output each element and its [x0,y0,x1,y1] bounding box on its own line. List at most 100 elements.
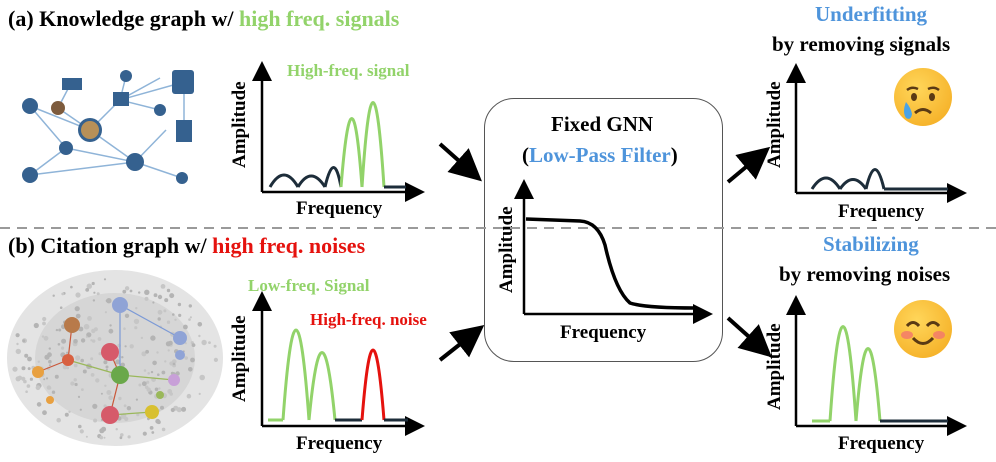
arrow-gnn-to-top [726,146,771,184]
citation-dot [121,356,124,359]
citation-dot [120,433,124,437]
citation-dot [161,427,166,432]
citation-dot [161,370,166,375]
citation-dot [160,405,164,410]
plot-b-high-noise-peak [360,348,386,421]
citation-dot [87,316,92,321]
citation-dot [172,313,175,316]
citation-dot [157,309,163,315]
underfitting-title: Underfitting [815,2,927,26]
citation-dot [147,372,150,375]
citation-dot [58,328,62,332]
citation-dot [74,382,78,387]
cit-node-1270 [32,366,44,378]
citation-dot [141,351,147,357]
citation-dot [166,288,171,293]
citation-dot [138,383,142,387]
plot-a-low-hump-1 [268,173,300,188]
citation-dot [172,359,177,364]
citation-dot [198,334,201,338]
citation-dot [86,283,93,289]
citation-dot [201,339,207,346]
cit-node-5041 [173,331,187,345]
citation-dot [188,318,191,321]
citation-dot [123,404,127,408]
citation-dot [70,381,75,386]
citation-dot [75,355,81,361]
arrow-a-to-gnn [438,142,482,182]
citation-dot [51,390,56,394]
kg-node-person [51,101,65,115]
high-freq-signal-label: High-freq. signal [287,61,410,80]
out-bottom-plot [786,295,967,436]
citation-dot [184,342,187,345]
kg-edge [65,147,136,163]
citation-dot [133,318,140,325]
citation-dot [79,408,82,411]
plot-a-x-label: Frequency [296,198,383,219]
citation-dot [152,301,155,304]
citation-dot [78,424,82,429]
citation-dot [70,285,73,289]
citation-dot [149,426,154,430]
citation-dot [54,374,59,379]
citation-dot [55,328,59,332]
plot-b-x-label: Frequency [296,433,383,454]
citation-dot [150,370,154,374]
citation-dot [213,344,217,348]
citation-dot [181,406,187,412]
citation-dot [91,281,95,286]
citation-dot [163,309,167,313]
citation-dot [99,428,105,434]
citation-dot [142,431,147,436]
citation-dot [153,293,158,298]
citation-dot [73,378,77,382]
citation-dot [104,311,107,314]
citation-dot [23,379,27,384]
citation-dot [29,377,33,381]
citation-dot [82,369,87,374]
citation-dot [158,387,161,390]
citation-dot [118,396,122,401]
citation-dot [144,289,150,295]
low-freq-signal-label: Low-freq. Signal [248,276,370,295]
citation-dot [160,284,166,289]
citation-dot [135,398,138,401]
citation-dot [151,431,155,434]
citation-dot [37,360,40,363]
citation-dot [86,332,92,338]
citation-dot [75,292,81,298]
out-top-hump-3 [864,168,886,190]
cit-node-3125 [62,354,74,366]
cit-edge [67,359,121,376]
citation-dot [169,293,175,299]
citation-dot [141,381,147,387]
citation-dot [155,418,161,424]
cit-node-1282 [145,405,159,419]
citation-dot [61,292,65,296]
citation-dot [115,359,121,365]
kg-edge [29,105,67,149]
citation-dot [56,417,61,423]
blushing-face-icon [894,300,952,358]
plot-b-low-peak-2 [307,351,337,421]
citation-dot [61,338,67,344]
citation-dot [79,429,84,434]
citation-dot [41,335,45,338]
citation-dot [190,357,195,363]
citation-dot [66,366,70,370]
citation-dot [105,365,109,369]
citation-dot [129,344,134,349]
citation-dot [146,380,150,384]
citation-dot [136,413,140,417]
cit-edge [119,304,181,339]
center-plot [514,179,713,324]
citation-dot [77,395,81,398]
citation-dot [48,347,51,350]
citation-dot [92,403,98,409]
crying-face-icon [894,68,952,126]
citation-dot [26,384,31,388]
citation-dot [157,373,160,377]
citation-dot [66,351,69,354]
